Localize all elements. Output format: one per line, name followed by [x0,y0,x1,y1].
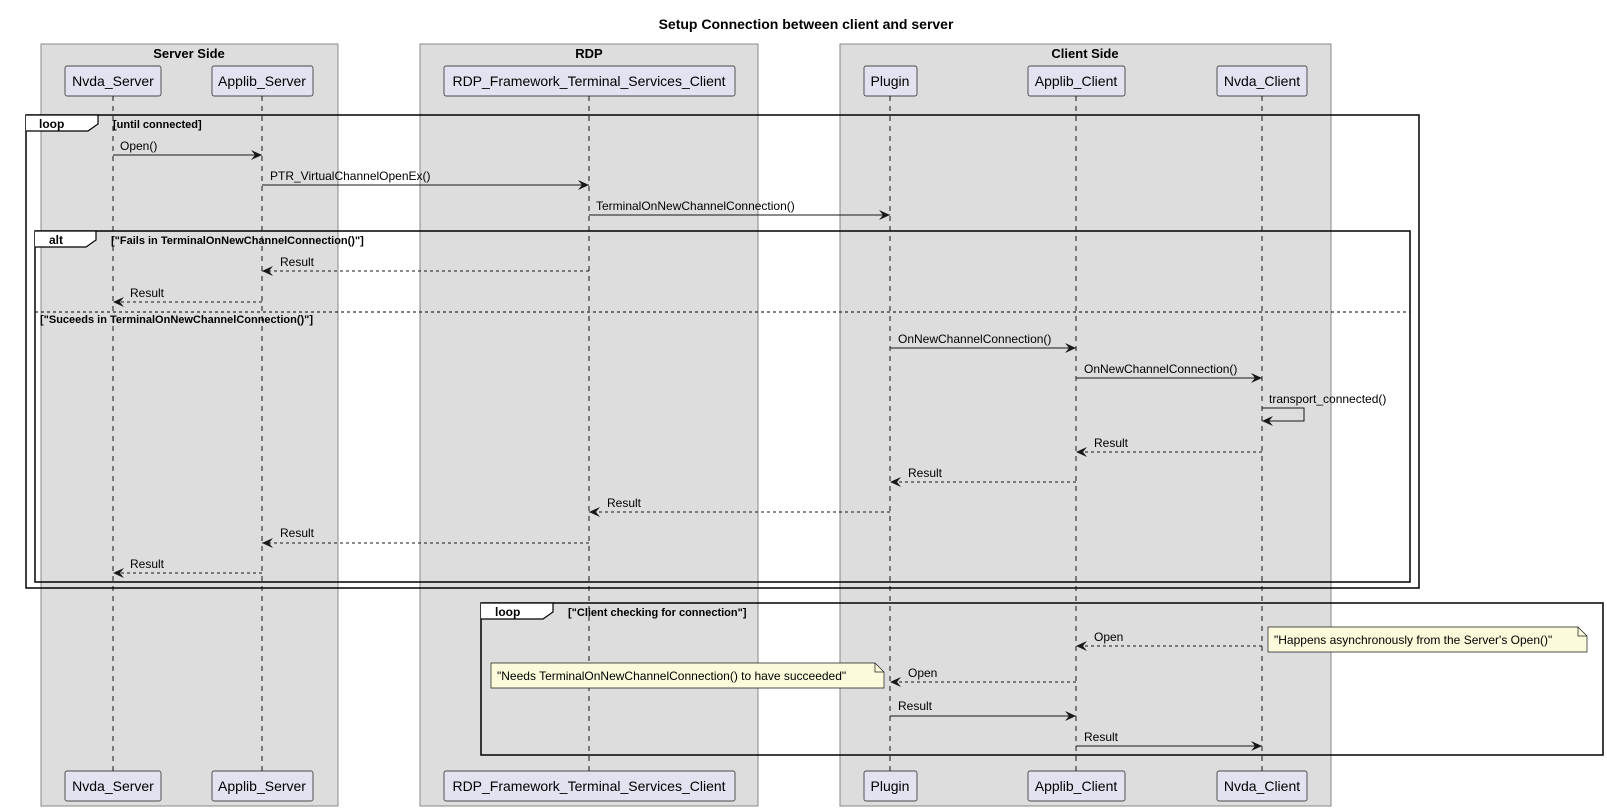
frame-guard: [until connected] [113,119,202,131]
message-transport-connected: transport_connected() [1262,392,1386,426]
message-result-success-3: Result [589,496,890,517]
participant-plugin[interactable]: Plugin [863,65,918,97]
message-label: Result [280,526,315,540]
message-label: Result [1094,436,1129,450]
message-label: Result [130,557,165,571]
message-result-success-1: Result [1076,436,1262,457]
message-open-client-1: Open [1076,630,1262,651]
note-text: "Happens asynchronously from the Server'… [1274,633,1552,647]
message-label: Result [908,466,943,480]
message-result-success-4: Result [262,526,589,548]
message-label: OnNewChannelConnection() [1084,362,1237,376]
participant-nvda-server[interactable]: Nvda_Server [64,65,162,97]
message-label: Open() [120,139,157,153]
lifelines [112,96,1263,771]
participants-bottom: Nvda_Server Applib_Server RDP_Framework_… [64,770,1308,802]
frame-alt: alt ["Fails in TerminalOnNewChannelConne… [34,230,1411,583]
participant-label: RDP_Framework_Terminal_Services_Client [452,778,725,794]
participant-nvda-client-bottom[interactable]: Nvda_Client [1216,770,1308,802]
message-result-fail-1: Result [262,255,589,276]
participant-label: Nvda_Client [1224,73,1300,89]
frame-loop-until-connected: loop [until connected] [25,114,1420,589]
message-label: Result [1084,730,1119,744]
participant-label: Applib_Client [1035,73,1118,89]
box-client-side: Client Side [839,43,1332,807]
message-on-new-channel-connection-2: OnNewChannelConnection() [1076,362,1262,383]
participant-nvda-server-bottom[interactable]: Nvda_Server [64,770,162,802]
message-label: Open [1094,630,1123,644]
message-label: PTR_VirtualChannelOpenEx() [270,169,431,183]
messages: Open() PTR_VirtualChannelOpenEx() Termin… [113,139,1386,751]
frame-loop-client-checking: loop ["Client checking for connection"] [480,602,1604,756]
message-on-new-channel-connection-1: OnNewChannelConnection() [890,332,1076,353]
message-ptr-virtualchannelopenex: PTR_VirtualChannelOpenEx() [262,169,589,190]
participant-label: Nvda_Server [72,778,154,794]
participant-label: RDP_Framework_Terminal_Services_Client [452,73,725,89]
participant-plugin-bottom[interactable]: Plugin [863,770,918,802]
message-label: Result [898,699,933,713]
message-open: Open() [113,139,262,160]
participant-rdp-client-bottom[interactable]: RDP_Framework_Terminal_Services_Client [443,770,736,802]
note-async: "Happens asynchronously from the Server'… [1267,626,1588,653]
participant-label: Applib_Client [1035,778,1118,794]
frame-else-guard: ["Suceeds in TerminalOnNewChannelConnect… [40,314,313,326]
participant-label: Applib_Server [218,73,306,89]
message-terminal-on-new-channel-connection: TerminalOnNewChannelConnection() [589,199,890,220]
participant-applib-server-bottom[interactable]: Applib_Server [211,770,314,802]
message-open-client-2: Open [890,666,1076,687]
message-result-success-5: Result [113,557,262,578]
message-result-success-2: Result [890,466,1076,487]
frame-label-alt: alt [49,233,63,247]
participant-nvda-client[interactable]: Nvda_Client [1216,65,1308,97]
message-label: OnNewChannelConnection() [898,332,1051,346]
message-label: transport_connected() [1269,392,1386,406]
message-label: TerminalOnNewChannelConnection() [596,199,795,213]
message-result-client-2: Result [1076,730,1262,751]
participant-label: Nvda_Server [72,73,154,89]
participant-applib-server[interactable]: Applib_Server [211,65,314,97]
diagram-title: Setup Connection between client and serv… [659,16,954,32]
note-needs-terminal: "Needs TerminalOnNewChannelConnection() … [490,662,885,689]
box-label-rdp: RDP [575,46,603,61]
box-server-side: Server Side [40,43,339,807]
box-label-client-side: Client Side [1051,46,1118,61]
frame-guard: ["Fails in TerminalOnNewChannelConnectio… [111,235,364,247]
participant-label: Plugin [871,778,910,794]
participant-applib-client-bottom[interactable]: Applib_Client [1027,770,1126,802]
participant-label: Plugin [871,73,910,89]
message-label: Result [607,496,642,510]
participant-label: Nvda_Client [1224,778,1300,794]
frame-label-loop: loop [39,117,64,131]
participants-top: Nvda_Server Applib_Server RDP_Framework_… [64,65,1308,97]
message-result-client-1: Result [890,699,1076,721]
note-text: "Needs TerminalOnNewChannelConnection() … [497,669,846,683]
message-label: Result [130,286,165,300]
participant-applib-client[interactable]: Applib_Client [1027,65,1126,97]
box-label-server-side: Server Side [153,46,225,61]
frame-label-loop: loop [495,605,520,619]
message-label: Open [908,666,937,680]
message-result-fail-2: Result [113,286,262,307]
participant-rdp-client[interactable]: RDP_Framework_Terminal_Services_Client [443,65,736,97]
participant-label: Applib_Server [218,778,306,794]
frame-guard: ["Client checking for connection"] [568,607,747,619]
message-label: Result [280,255,315,269]
